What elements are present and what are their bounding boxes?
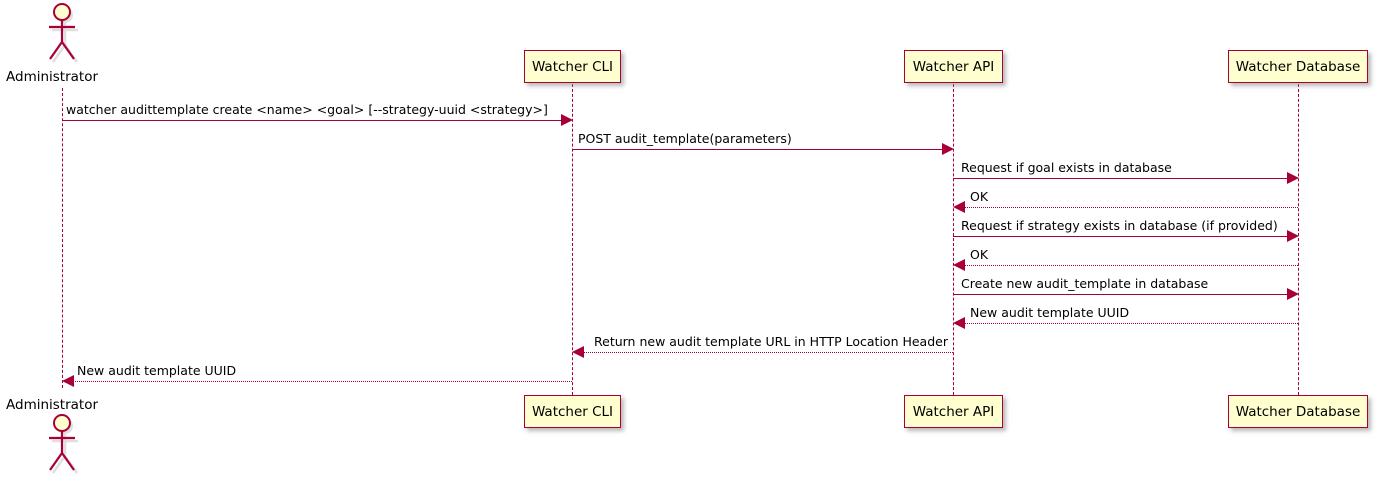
message-line-2 (572, 149, 946, 150)
message-label-9: Return new audit template URL in HTTP Lo… (594, 334, 948, 349)
message-line-7 (953, 294, 1291, 295)
message-line-6 (963, 265, 1298, 266)
participant-label-administrator-top: Administrator (6, 69, 99, 85)
message-label-2: POST audit_template(parameters) (578, 131, 792, 146)
message-arrowhead-6 (953, 259, 965, 271)
participant-watcher-api-bottom[interactable]: Watcher API (904, 395, 1003, 428)
message-arrowhead-1 (561, 114, 573, 126)
message-arrowhead-4 (953, 201, 965, 213)
participant-label-watcher-api-bottom: Watcher API (912, 403, 995, 420)
participant-watcher-database-bottom[interactable]: Watcher Database (1228, 395, 1368, 428)
actor-administrator-top[interactable] (38, 2, 88, 64)
message-line-10 (72, 381, 572, 382)
actor-icon (49, 3, 79, 63)
message-arrowhead-7 (1287, 288, 1299, 300)
participant-watcher-cli-bottom[interactable]: Watcher CLI (524, 395, 621, 428)
lifeline-watcher-database (1298, 84, 1299, 395)
message-label-4: OK (970, 189, 989, 204)
message-line-1 (62, 120, 565, 121)
message-line-8 (963, 323, 1298, 324)
message-arrowhead-2 (942, 143, 954, 155)
message-arrowhead-8 (953, 317, 965, 329)
actor-icon (49, 414, 79, 474)
message-label-1: watcher audittemplate create <name> <goa… (66, 102, 548, 117)
lifeline-administrator (62, 88, 63, 388)
message-label-7: Create new audit_template in database (961, 276, 1209, 291)
participant-label-watcher-database-bottom: Watcher Database (1235, 403, 1361, 420)
participant-watcher-database-top[interactable]: Watcher Database (1228, 50, 1368, 83)
participant-label-watcher-cli-top: Watcher CLI (531, 58, 614, 75)
message-label-10: New audit template UUID (77, 363, 237, 378)
message-arrowhead-9 (572, 346, 584, 358)
message-label-6: OK (970, 247, 989, 262)
actor-administrator-bottom[interactable] (38, 412, 88, 478)
message-arrowhead-3 (1287, 172, 1299, 184)
message-arrowhead-10 (62, 375, 74, 387)
message-arrowhead-5 (1287, 230, 1299, 242)
message-line-5 (953, 236, 1291, 237)
participant-label-watcher-api-top: Watcher API (912, 58, 995, 75)
participant-label-watcher-cli-bottom: Watcher CLI (531, 403, 614, 420)
message-line-9 (582, 352, 953, 353)
message-label-3: Request if goal exists in database (961, 160, 1172, 175)
lifeline-watcher-api (953, 84, 954, 395)
participant-label-administrator-bottom: Administrator (6, 397, 99, 413)
participant-watcher-api-top[interactable]: Watcher API (904, 50, 1003, 83)
participant-label-watcher-database-top: Watcher Database (1235, 58, 1361, 75)
message-label-5: Request if strategy exists in database (… (961, 218, 1278, 233)
message-line-4 (963, 207, 1298, 208)
lifeline-watcher-cli (572, 84, 573, 395)
message-label-8: New audit template UUID (970, 305, 1130, 320)
participant-watcher-cli-top[interactable]: Watcher CLI (524, 50, 621, 83)
message-line-3 (953, 178, 1291, 179)
